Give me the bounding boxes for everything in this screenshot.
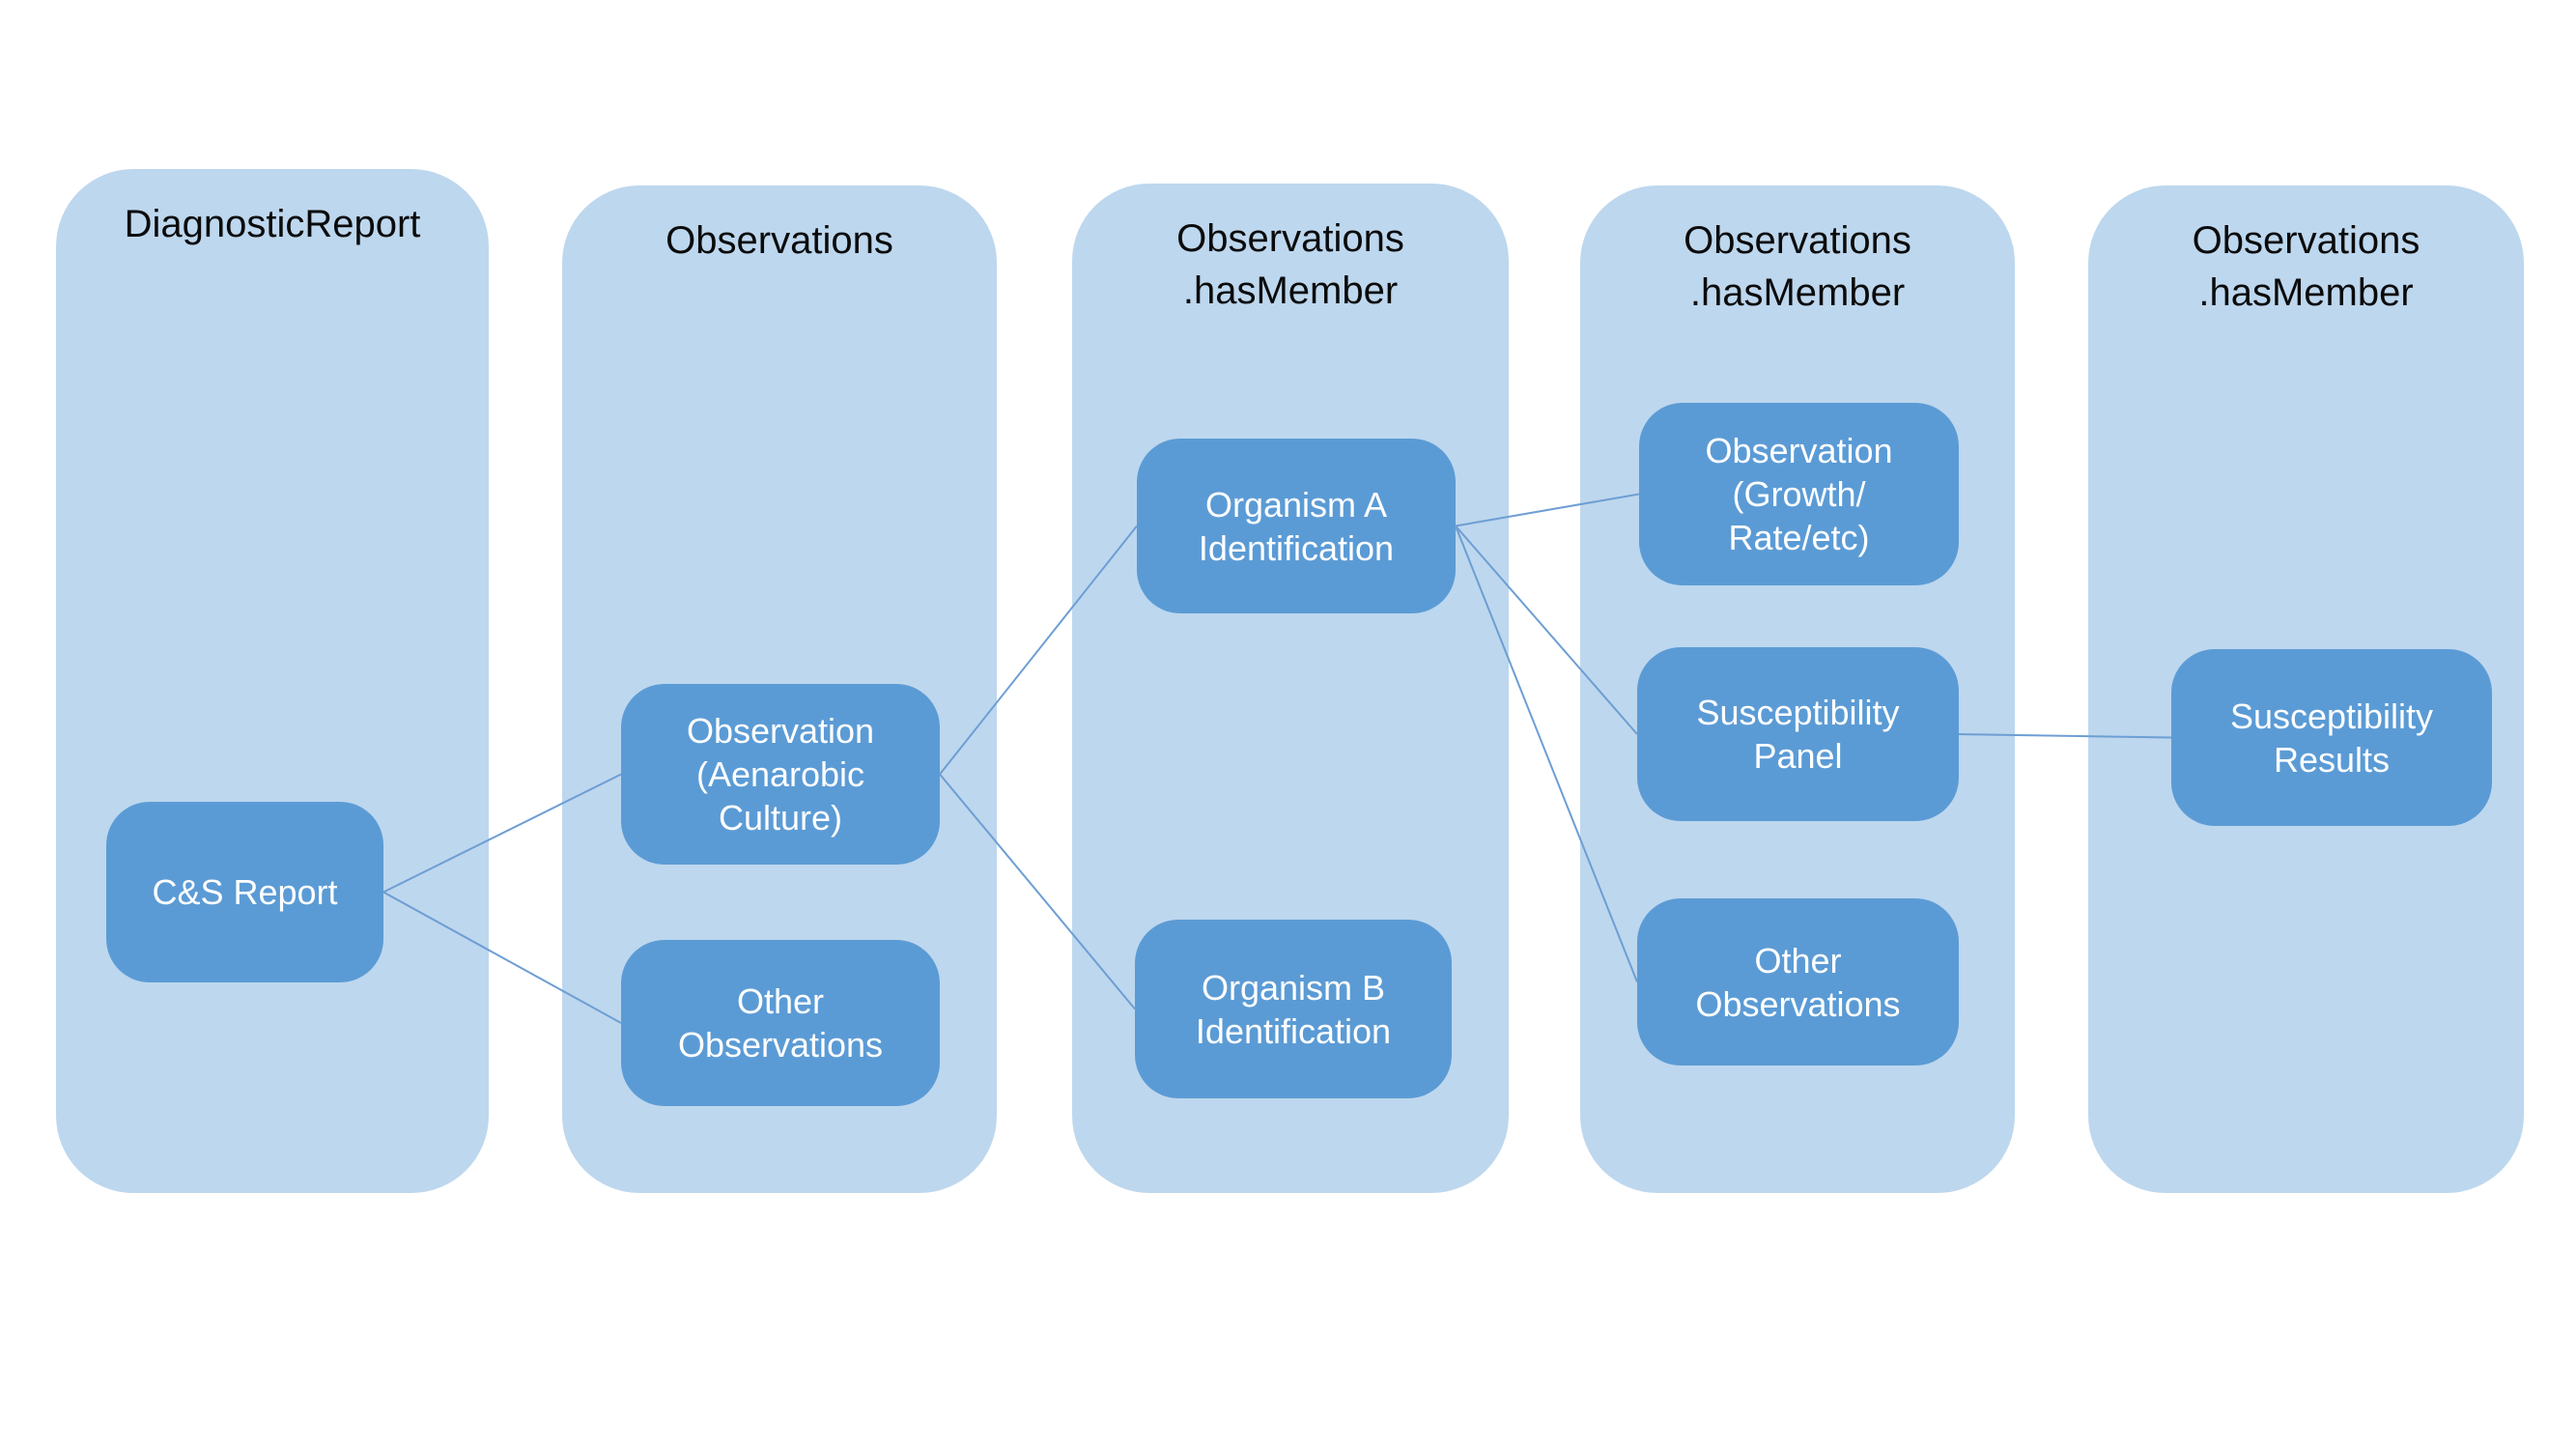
node-label-line: Organism A: [1204, 484, 1388, 525]
node-susceptibility-panel: Susceptibility Panel: [1637, 647, 1959, 821]
column-title: Observations .hasMember: [2088, 214, 2524, 319]
column-observations-hasmember-1: Observations .hasMember Organism A Ident…: [1072, 184, 1509, 1193]
column-diagnosticreport: DiagnosticReport C&S Report: [56, 169, 489, 1193]
column-title-line: Observations: [1684, 219, 1911, 262]
column-title-line: .hasMember: [1182, 270, 1399, 312]
node-label-line: Susceptibility: [2229, 696, 2434, 736]
column-title: Observations: [562, 214, 997, 267]
column-observations: Observations Observation (Aenarobic Cult…: [562, 185, 997, 1193]
node-label-line: (Aenarobic: [695, 754, 865, 794]
node-label-line: C&S Report: [152, 872, 338, 912]
node-observation-aenarobic-culture: Observation (Aenarobic Culture): [621, 684, 940, 865]
node-label-line: (Growth/: [1732, 474, 1866, 514]
node-label-line: Observation: [1705, 431, 1893, 470]
column-observations-hasmember-3: Observations .hasMember Susceptibility R…: [2088, 185, 2524, 1193]
node-organism-a-identification: Organism A Identification: [1137, 439, 1456, 613]
node-label-line: Observations: [1695, 983, 1901, 1024]
node-label-line: Susceptibility: [1696, 693, 1900, 732]
node-label-line: Other: [736, 981, 825, 1021]
column-title: Observations .hasMember: [1580, 214, 2015, 319]
node-label-line: Other: [1754, 940, 1842, 980]
column-title-line: .hasMember: [2198, 271, 2414, 314]
node-other-observations: Other Observations: [1637, 898, 1959, 1065]
node-label-line: Culture): [718, 798, 843, 838]
node-observation-growth-rate: Observation (Growth/ Rate/etc): [1639, 403, 1959, 585]
node-label-line: Results: [2273, 739, 2391, 780]
node-label-line: Rate/etc): [1728, 518, 1870, 557]
column-title-line: Observations: [1176, 217, 1404, 260]
node-label-line: Organism B: [1201, 967, 1386, 1008]
column-title-line: .hasMember: [1689, 271, 1906, 314]
column-title-line: DiagnosticReport: [124, 203, 421, 245]
node-label-line: Observations: [677, 1025, 884, 1065]
column-title: DiagnosticReport: [56, 198, 489, 250]
column-title-line: Observations: [2192, 219, 2420, 262]
node-susceptibility-results: Susceptibility Results: [2171, 649, 2492, 826]
node-organism-b-identification: Organism B Identification: [1135, 920, 1452, 1098]
column-title: Observations .hasMember: [1072, 213, 1509, 317]
column-observations-hasmember-2: Observations .hasMember Observation (Gro…: [1580, 185, 2015, 1193]
node-label-line: Panel: [1753, 736, 1843, 776]
node-other-observations: Other Observations: [621, 940, 940, 1106]
node-label-line: Identification: [1198, 527, 1395, 568]
node-label-line: Observation: [686, 711, 875, 751]
column-title-line: Observations: [665, 219, 893, 262]
node-label-line: Identification: [1195, 1010, 1392, 1051]
node-cs-report: C&S Report: [106, 802, 383, 982]
